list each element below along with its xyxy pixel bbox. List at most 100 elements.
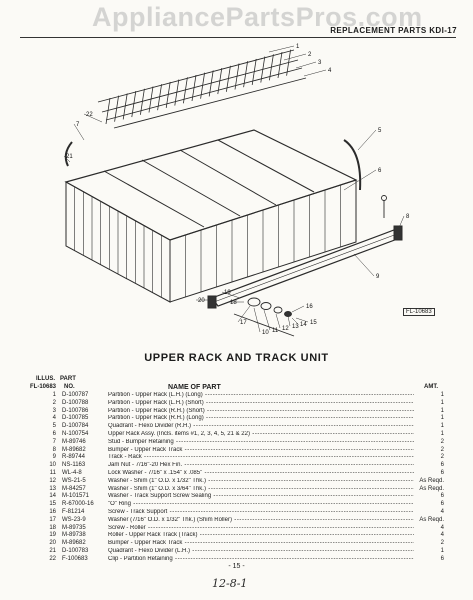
callout-leader [291, 317, 299, 325]
callout-leader [263, 309, 271, 331]
part-name: Partition - Upper Rack (L.H.) (Long) [108, 392, 414, 400]
part-amount: 6 [440, 469, 444, 476]
part-name: Partition - Upper Rack (R.H.) (Long) [108, 415, 414, 423]
callout-label: 18 [230, 300, 237, 306]
callout-leader [295, 61, 317, 69]
callout-label: 5 [378, 128, 382, 134]
part-amount: As Reqd. [419, 516, 444, 523]
callout-label: 3 [318, 60, 322, 66]
part-amount: 1 [440, 392, 444, 398]
illus-number: 12 [49, 477, 56, 484]
illus-number: 19 [49, 532, 56, 539]
roller-hardware [233, 297, 295, 337]
part-amount: 6 [440, 501, 444, 508]
part-amount: 6 [440, 462, 444, 469]
illus-number: 22 [49, 555, 56, 562]
track-screw [381, 195, 387, 218]
col-header-part: PART [60, 376, 76, 382]
part-amount: 1 [440, 407, 444, 414]
illus-number: 6 [52, 430, 56, 437]
track-bumper [393, 225, 403, 241]
illus-number: 21 [49, 547, 56, 554]
callout-label: 6 [378, 168, 382, 174]
callout-label: 17 [240, 320, 247, 326]
table-row: 15R-67000-16"O" Ring6 [34, 501, 444, 509]
part-number: NS-1163 [62, 462, 86, 469]
callout-leader [291, 305, 305, 313]
handwritten-note: 12-8-1 [212, 577, 248, 590]
part-name: "O" Ring [108, 501, 414, 509]
track-end-bumper [207, 295, 217, 309]
callout-label: 19 [224, 290, 231, 296]
section-title: UPPER RACK AND TRACK UNIT [144, 352, 329, 364]
part-amount: 1 [440, 423, 444, 430]
illus-number: 10 [49, 462, 56, 469]
part-name: Washer - Shim (1" O.D. x 3/64" Thk.) [108, 486, 414, 494]
illus-number: 11 [49, 469, 56, 476]
part-number: M-89735 [62, 524, 86, 531]
part-number: WS-23-9 [62, 516, 86, 523]
callout-leader [73, 123, 85, 141]
part-number: D-100783 [62, 547, 89, 554]
figure-code: FL-10683 [403, 308, 435, 316]
callout-label: 8 [406, 214, 410, 220]
callout-label: 2 [308, 52, 312, 58]
callout-leader [237, 305, 251, 323]
part-name: Stud - Bumper Retaining [108, 439, 414, 447]
callout-label: 10 [262, 330, 269, 336]
illus-number: 15 [49, 501, 56, 508]
part-name: Washer - Track Support Screw Sealing [108, 493, 414, 501]
col-header-illus-sub: FL-10683 [30, 384, 57, 390]
illus-number: 2 [52, 399, 56, 406]
part-amount: As Reqd. [419, 477, 444, 484]
illus-number: 4 [52, 415, 56, 422]
callout-leader [353, 253, 375, 277]
callout-label: 12 [282, 326, 289, 332]
callout-leader [357, 129, 377, 151]
illus-number: 9 [52, 454, 56, 461]
callout-leader [268, 45, 295, 53]
part-number: N-100754 [62, 430, 89, 437]
callout-label: 14 [300, 322, 307, 328]
part-name: Bumper - Upper Rack Track [108, 540, 414, 548]
part-number: M-89738 [62, 532, 86, 539]
callout-leader [303, 69, 327, 77]
part-name: Quadrant - Flexo Divider (R.H.) [108, 423, 414, 431]
callout-leader [63, 155, 71, 163]
part-name: Track - Rack [108, 454, 414, 462]
part-name: Screw - Track Support [108, 509, 414, 517]
part-amount: 2 [440, 446, 444, 453]
callout-label: 15 [310, 320, 317, 326]
watermark: AppliancePartsPros.com [92, 2, 423, 32]
callout-label: 1 [296, 44, 300, 50]
part-number: D-100788 [62, 399, 89, 406]
callout-leader [275, 313, 281, 329]
callout-label: 11 [272, 328, 279, 334]
col-header-name: NAME OF PART [168, 384, 221, 391]
part-amount: 1 [440, 430, 444, 437]
illus-number: 7 [52, 438, 56, 445]
callout-label: 9 [376, 274, 380, 280]
callout-label: 16 [306, 304, 313, 310]
part-number: D-100784 [62, 423, 89, 430]
callout-leader [295, 317, 309, 323]
part-amount: 2 [440, 540, 444, 547]
illus-number: 17 [49, 516, 56, 523]
illus-number: 14 [49, 493, 56, 500]
callout-leader [221, 291, 241, 299]
part-number: D-100786 [62, 407, 89, 414]
quadrant-rh [343, 139, 362, 191]
